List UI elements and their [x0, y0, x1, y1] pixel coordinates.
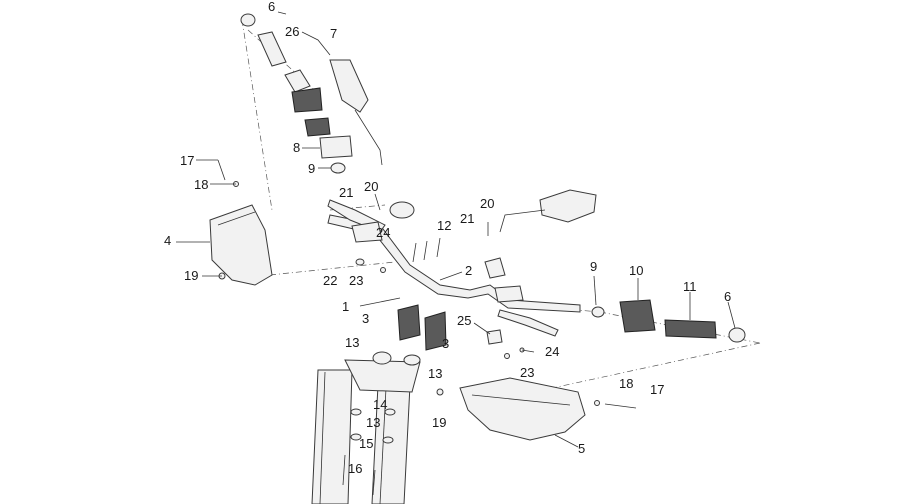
- callout-8: 8: [293, 140, 301, 155]
- callout-13-bottom: 13: [366, 415, 381, 430]
- callout-6-right: 6: [724, 289, 732, 304]
- callout-3-right: 3: [442, 336, 450, 351]
- left-hand-guard: [209, 204, 273, 286]
- handlebar: [327, 214, 581, 313]
- callout-10: 10: [629, 263, 644, 278]
- callout-9-right: 9: [590, 259, 598, 274]
- right-grip-assembly: [591, 299, 746, 343]
- bolts: [217, 159, 637, 496]
- callout-21-left: 21: [339, 185, 354, 200]
- callout-2: 2: [465, 263, 473, 278]
- callout-18-left: 18: [194, 177, 209, 192]
- callout-15: 15: [359, 436, 374, 451]
- fork-tubes: [311, 369, 411, 504]
- callout-14: 14: [373, 397, 388, 412]
- callout-23-right: 23: [520, 365, 535, 380]
- callout-12: 12: [437, 218, 452, 233]
- leader-lines: [176, 11, 736, 448]
- callout-26: 26: [285, 24, 300, 39]
- callout-13-right: 13: [428, 366, 443, 381]
- callout-21-right: 21: [460, 211, 475, 226]
- right-lever-assembly: [484, 257, 559, 337]
- left-lever-assembly: [327, 199, 415, 243]
- callout-20-left: 20: [364, 179, 379, 194]
- callout-23-left: 23: [349, 273, 364, 288]
- callout-19-left: 19: [184, 268, 199, 283]
- handlebar-risers: [397, 304, 447, 351]
- callout-11: 11: [683, 279, 697, 294]
- triple-clamp: [344, 351, 421, 393]
- callout-5: 5: [578, 441, 586, 456]
- left-mirror: [329, 59, 383, 166]
- callout-17-right: 17: [650, 382, 665, 397]
- right-mirror: [499, 189, 597, 233]
- callout-17-left: 17: [180, 153, 195, 168]
- callout-19-right: 19: [432, 415, 447, 430]
- callout-9-left: 9: [308, 161, 316, 176]
- callout-24-left: 24: [376, 225, 391, 240]
- callout-7: 7: [330, 26, 338, 41]
- right-hand-guard: [459, 377, 586, 441]
- callout-25: 25: [457, 313, 472, 328]
- callout-6-top: 6: [268, 0, 276, 14]
- callout-1: 1: [342, 299, 350, 314]
- callout-18-right: 18: [619, 376, 634, 391]
- callout-20-right: 20: [480, 196, 495, 211]
- left-grip-assembly: [240, 13, 353, 174]
- callout-16: 16: [348, 461, 363, 476]
- callout-24-right: 24: [545, 344, 560, 359]
- callout-22: 22: [323, 273, 338, 288]
- callout-4: 4: [164, 233, 172, 248]
- callout-13-left: 13: [345, 335, 360, 350]
- callout-3-left: 3: [362, 311, 370, 326]
